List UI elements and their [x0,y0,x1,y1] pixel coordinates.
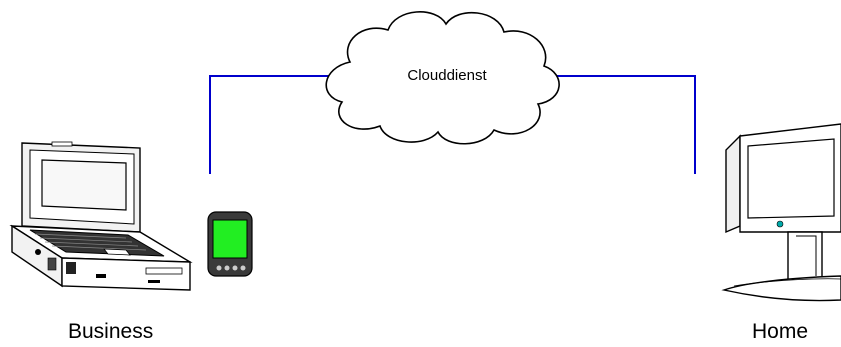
link-cloud-home [552,75,696,174]
laptop-icon [9,141,193,291]
cloud-icon: Clouddienst [325,11,560,145]
cloud-label: Clouddienst [407,67,487,84]
home-label: Home [752,320,809,343]
monitor-icon [721,123,841,302]
business-label: Business [68,320,154,343]
link-business-cloud [209,75,338,174]
pda-icon [207,211,253,277]
